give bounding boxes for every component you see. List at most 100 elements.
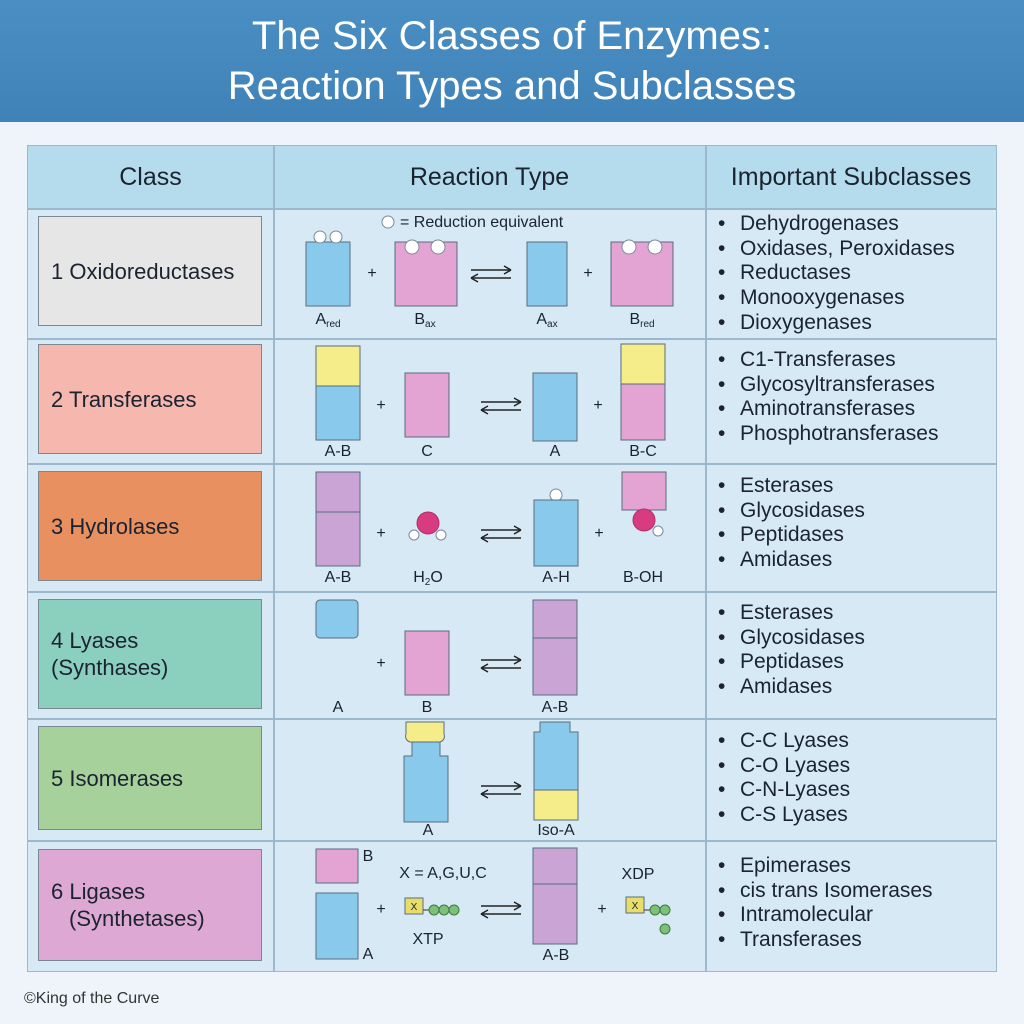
plus-sign: + [376,525,385,542]
bullet-icon: • [718,348,726,371]
subclass-label: Amidases [740,548,833,572]
reduction-equivalent-icon [430,239,446,255]
molecule-label: B-C [629,443,657,460]
reduction-equivalent-icon [404,239,420,255]
subclass-label: Glycosidases [740,498,865,522]
class-box-hydrolases: 3 Hydrolases [38,471,262,581]
subclass-item: • C-O Lyases [718,754,850,779]
molecule-block [404,372,450,438]
molecule-label: A-B [542,699,569,716]
plus-sign: + [594,525,603,542]
subclass-item: •Peptidases [718,650,865,675]
reverse-arrowhead [480,789,489,799]
molecule-label: XDP [622,866,655,883]
subclass-item: •cis trans Isomerases [718,879,933,904]
nucleotide-letter: X [411,902,418,913]
molecule-block [621,471,667,511]
molecule-block [315,599,359,639]
class-name: 3 Hydrolases [51,513,180,539]
molecule-block [532,637,578,696]
nucleotide-base-icon [404,897,424,915]
subclass-label: Dehydrogenases [740,212,899,235]
phosphate-icon [659,904,671,916]
molecule-label: Bred [629,311,654,330]
bullet-icon: • [718,236,726,260]
plus-sign: + [583,265,592,282]
molecule-block [532,847,578,885]
subclass-item: •Esterases [718,601,865,626]
forward-arrowhead [513,901,522,911]
subclass-label: Aminotransferases [740,397,916,421]
subclass-label: Reductases [740,261,851,285]
row-divider [28,718,996,720]
phosphate-icon [659,923,671,935]
reverse-arrowhead [480,533,489,543]
molecule-label: A [363,946,374,963]
reduction-equivalent-icon [621,239,637,255]
molecule-block [532,599,578,639]
subclass-item: •Amidases [718,675,865,700]
plus-sign: + [367,265,376,282]
class-name: 1 Oxidoreductases [51,258,235,284]
row-divider [28,208,996,210]
class-box-ligases: 6 Ligases (Synthetases) [38,849,262,961]
forward-arrowhead [513,525,522,535]
subclass-label: Amidases [740,675,833,699]
nucleotide-letter: X [632,901,639,912]
phosphate-icon [428,904,440,916]
class-name-sub: (Synthetases) [69,906,205,931]
molecule-block [394,241,458,307]
molecule-label: B [422,699,433,716]
molecule-label: Aax [536,311,557,330]
subclass-list: •C1-Transferases•Glycosyltransferases•Am… [718,348,938,447]
subclass-label: Intramolecular [740,903,874,927]
subclass-label: Epimerases [740,854,851,877]
title-line-2: Reaction Types and Subclasses [227,64,797,108]
subclass-label: C1-Transferases [740,348,896,371]
class-box-lyases: 4 Lyases (Synthases) [38,599,262,709]
hydroxyl-group-icon [632,508,656,532]
bullet-icon: • [718,261,726,285]
subclass-label: Oxidases, Peroxidases [740,236,955,260]
subclass-list: • Dehydrogenases • Oxidases, Peroxidases • Re… [718,212,955,336]
row-divider [28,591,996,593]
subclass-item: •Glycosidases [718,626,865,651]
subclass-item: •Amidases [718,548,865,573]
bullet-icon: • [718,625,726,649]
subclass-label: C-O Lyases [740,753,851,777]
bullet-icon: • [718,753,726,777]
plus-sign: + [593,397,602,414]
header-class: Class [28,146,273,208]
molecule-block [526,241,568,307]
subclass-item: •Peptidases [718,523,865,548]
bullet-icon: • [718,286,726,310]
hydrogen-atom-icon [408,529,420,541]
reverse-arrowhead [480,405,489,415]
bullet-icon: • [718,729,726,752]
bullet-icon: • [718,928,726,952]
reduction-equivalent-icon [313,230,327,244]
molecule-block [532,372,578,442]
subclass-item: • Reductases [718,261,955,286]
subclass-label: Peptidases [740,650,844,674]
subclass-label: cis trans Isomerases [740,878,933,902]
molecule-block [533,721,579,791]
subclass-label: Dioxygenases [740,310,872,334]
hydrogen-atom-icon [652,525,664,537]
forward-arrowhead [513,655,522,665]
subclass-item: • C1-Transferases [718,348,938,373]
legend-note: = Reduction equivalent [400,214,564,231]
subclass-item: • Oxidases, Peroxidases [718,237,955,262]
molecule-block [533,789,579,821]
subclass-list: •Esterases•Glycosidases•Peptidases•Amida… [718,601,865,700]
bullet-icon: • [718,212,726,235]
bullet-icon: • [718,854,726,877]
class-box-oxidoreductases: 1 Oxidoreductases [38,216,262,326]
molecule-block [610,241,674,307]
molecule-block [404,630,450,696]
subclass-item: • Epimerases [718,854,933,879]
molecule-label: A [333,699,344,716]
subclass-item: •Monooxygenases [718,286,955,311]
column-divider [273,146,275,971]
molecule-label: A-H [542,569,570,586]
